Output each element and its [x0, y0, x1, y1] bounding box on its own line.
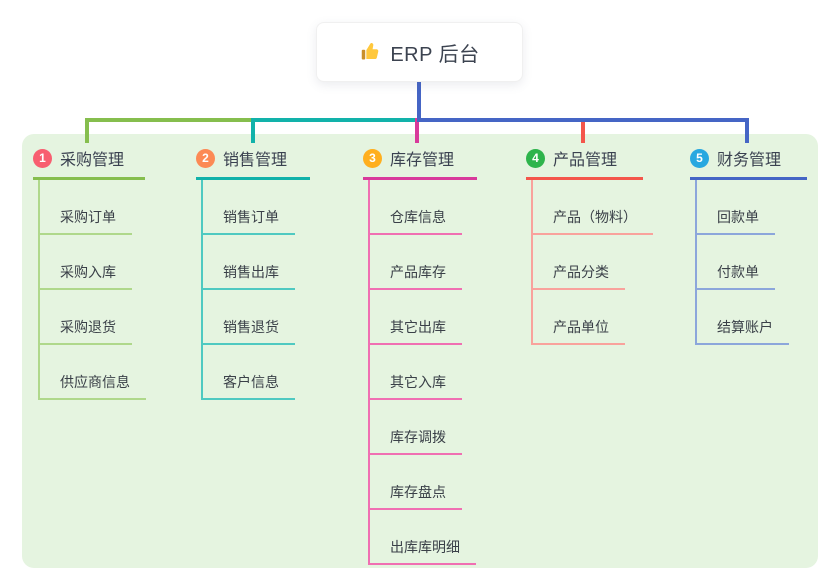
branch-label: 财务管理 [717, 152, 782, 169]
child-node[interactable]: 采购退货 [40, 290, 132, 345]
child-node[interactable]: 销售订单 [203, 180, 295, 235]
child-node[interactable]: 客户信息 [203, 345, 295, 400]
child-label: 销售出库 [223, 264, 279, 280]
branch-label: 采购管理 [60, 152, 125, 169]
branch-1: 1 采购管理 采购订单 采购入库 采购退货 供应商信息 [33, 146, 146, 400]
child-node[interactable]: 仓库信息 [370, 180, 462, 235]
child-node[interactable]: 付款单 [697, 235, 775, 290]
child-label: 客户信息 [223, 374, 279, 390]
branch-title[interactable]: 2 销售管理 [196, 146, 310, 180]
branch-children: 回款单 付款单 结算账户 [695, 180, 807, 345]
child-label: 付款单 [717, 264, 759, 280]
child-label: 采购订单 [60, 209, 116, 225]
child-label: 回款单 [717, 209, 759, 225]
child-label: 销售退货 [223, 319, 279, 335]
child-label: 其它出库 [390, 319, 446, 335]
child-node[interactable]: 其它出库 [370, 290, 462, 345]
branch-number-badge: 3 [363, 148, 382, 168]
branch-5: 5 财务管理 回款单 付款单 结算账户 [690, 146, 807, 345]
child-label: 产品分类 [553, 264, 609, 280]
branch-children: 销售订单 销售出库 销售退货 客户信息 [201, 180, 310, 400]
child-node[interactable]: 库存调拨 [370, 400, 462, 455]
child-label: 销售订单 [223, 209, 279, 225]
child-node[interactable]: 采购入库 [40, 235, 132, 290]
branch-label: 库存管理 [390, 152, 455, 169]
child-node[interactable]: 供应商信息 [40, 345, 146, 400]
branch-number-badge: 5 [690, 148, 709, 168]
child-label: 产品单位 [553, 319, 609, 335]
branch-children: 采购订单 采购入库 采购退货 供应商信息 [38, 180, 146, 400]
child-node[interactable]: 其它入库 [370, 345, 462, 400]
branch-3: 3 库存管理 仓库信息 产品库存 其它出库 其它入库 库存调拨 库存盘点 出库库… [363, 146, 477, 565]
child-label: 供应商信息 [60, 374, 130, 390]
root-label: ERP 后台 [390, 43, 480, 66]
child-node[interactable]: 产品（物料） [533, 180, 653, 235]
thumbs-up-icon [359, 41, 381, 63]
branch-title[interactable]: 4 产品管理 [526, 146, 643, 180]
child-node[interactable]: 结算账户 [697, 290, 789, 345]
branch-number-badge: 1 [33, 148, 52, 168]
child-label: 库存盘点 [390, 484, 446, 500]
branch-title[interactable]: 3 库存管理 [363, 146, 477, 180]
branch-children: 产品（物料） 产品分类 产品单位 [531, 180, 653, 345]
branch-2: 2 销售管理 销售订单 销售出库 销售退货 客户信息 [196, 146, 310, 400]
branch-label: 产品管理 [553, 152, 618, 169]
child-label: 仓库信息 [390, 209, 446, 225]
child-node[interactable]: 出库库明细 [370, 510, 476, 565]
branches-panel [22, 134, 818, 568]
branch-number-badge: 4 [526, 148, 545, 168]
child-node[interactable]: 销售出库 [203, 235, 295, 290]
branch-title[interactable]: 5 财务管理 [690, 146, 807, 180]
child-label: 采购入库 [60, 264, 116, 280]
child-label: 结算账户 [717, 319, 773, 335]
child-label: 库存调拨 [390, 429, 446, 445]
child-label: 产品（物料） [553, 209, 637, 225]
branch-number-badge: 2 [196, 148, 215, 168]
child-node[interactable]: 库存盘点 [370, 455, 462, 510]
child-node[interactable]: 回款单 [697, 180, 775, 235]
child-node[interactable]: 产品单位 [533, 290, 625, 345]
child-node[interactable]: 采购订单 [40, 180, 132, 235]
child-label: 其它入库 [390, 374, 446, 390]
child-label: 出库库明细 [390, 539, 460, 555]
child-node[interactable]: 产品库存 [370, 235, 462, 290]
root-node[interactable]: ERP 后台 [316, 22, 523, 82]
child-node[interactable]: 产品分类 [533, 235, 625, 290]
child-node[interactable]: 销售退货 [203, 290, 295, 345]
branch-4: 4 产品管理 产品（物料） 产品分类 产品单位 [526, 146, 653, 345]
child-label: 产品库存 [390, 264, 446, 280]
branch-title[interactable]: 1 采购管理 [33, 146, 145, 180]
branch-children: 仓库信息 产品库存 其它出库 其它入库 库存调拨 库存盘点 出库库明细 [368, 180, 477, 565]
child-label: 采购退货 [60, 319, 116, 335]
branch-label: 销售管理 [223, 152, 288, 169]
